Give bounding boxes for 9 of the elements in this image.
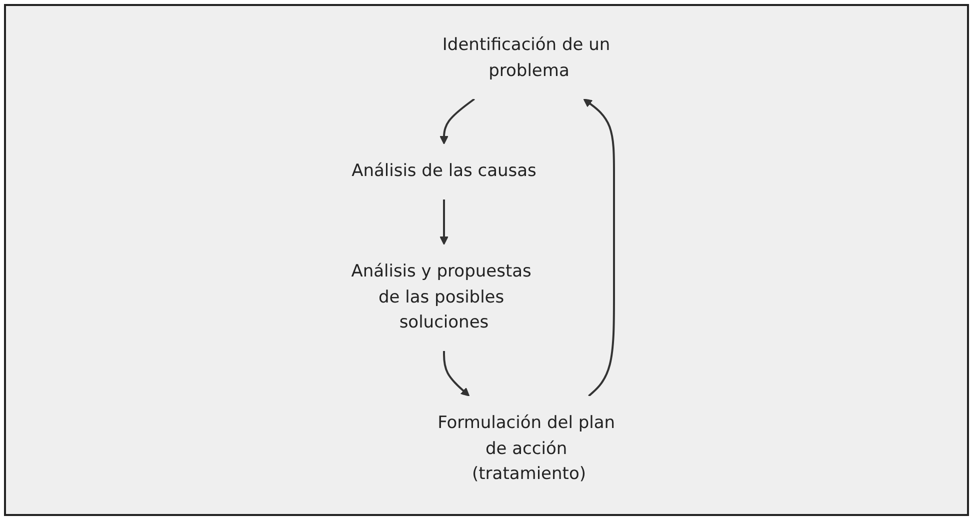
node-text: Análisis y propuestas de las posibles soluciones <box>351 261 532 332</box>
arrow <box>583 98 615 396</box>
arrow <box>443 350 470 396</box>
arrow <box>440 98 475 144</box>
node-text: Identificación de un problema <box>442 34 610 80</box>
arrow <box>440 199 448 245</box>
node-text: Análisis de las causas <box>352 160 536 181</box>
node-text: Formulación del plan de acción (tratamiento) <box>438 412 616 484</box>
frame-background: Identificación de un problema Análisis de las causas Análisis y propuestas de las posibles soluciones Formulación del plan de acción (tratamiento) <box>4 4 969 516</box>
